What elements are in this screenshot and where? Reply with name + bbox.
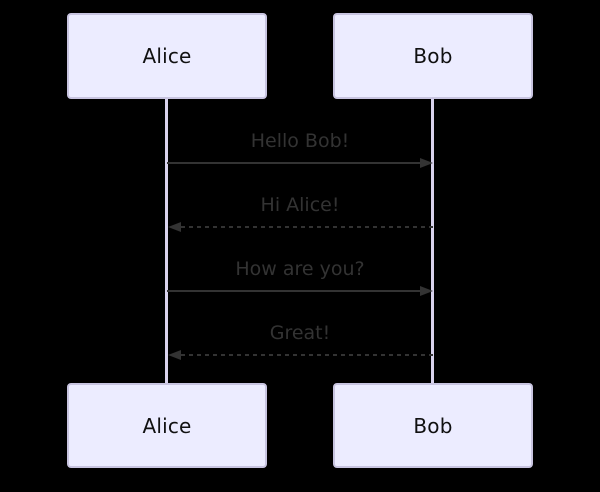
message-arrow-dashed-left <box>168 348 433 362</box>
arrow-line <box>167 290 420 292</box>
actor-box-bob-bottom: Bob <box>333 383 533 468</box>
message-text: Hi Alice! <box>260 194 340 216</box>
message-arrow-dashed-left <box>168 220 433 234</box>
arrow-line <box>181 354 433 356</box>
message-text: Great! <box>269 322 331 344</box>
lifeline-bob <box>431 99 434 383</box>
message-text: How are you? <box>235 258 365 280</box>
message-arrow-solid-right <box>167 284 433 298</box>
arrowhead-left-icon <box>168 222 181 232</box>
arrow-line <box>167 162 420 164</box>
actor-box-alice-bottom: Alice <box>67 383 267 468</box>
actor-label-bob: Bob <box>413 44 453 68</box>
actor-label-alice: Alice <box>142 44 192 68</box>
arrow-line <box>181 226 433 228</box>
actor-label-alice: Alice <box>142 413 192 438</box>
message-arrow-solid-right <box>167 156 433 170</box>
lifeline-alice <box>165 99 168 383</box>
message-text: Hello Bob! <box>250 130 350 152</box>
actor-box-alice-top: Alice <box>67 13 267 99</box>
arrowhead-right-icon <box>420 158 433 168</box>
actor-box-bob-top: Bob <box>333 13 533 99</box>
arrowhead-left-icon <box>168 350 181 360</box>
actor-label-bob: Bob <box>413 413 453 438</box>
arrowhead-right-icon <box>420 286 433 296</box>
